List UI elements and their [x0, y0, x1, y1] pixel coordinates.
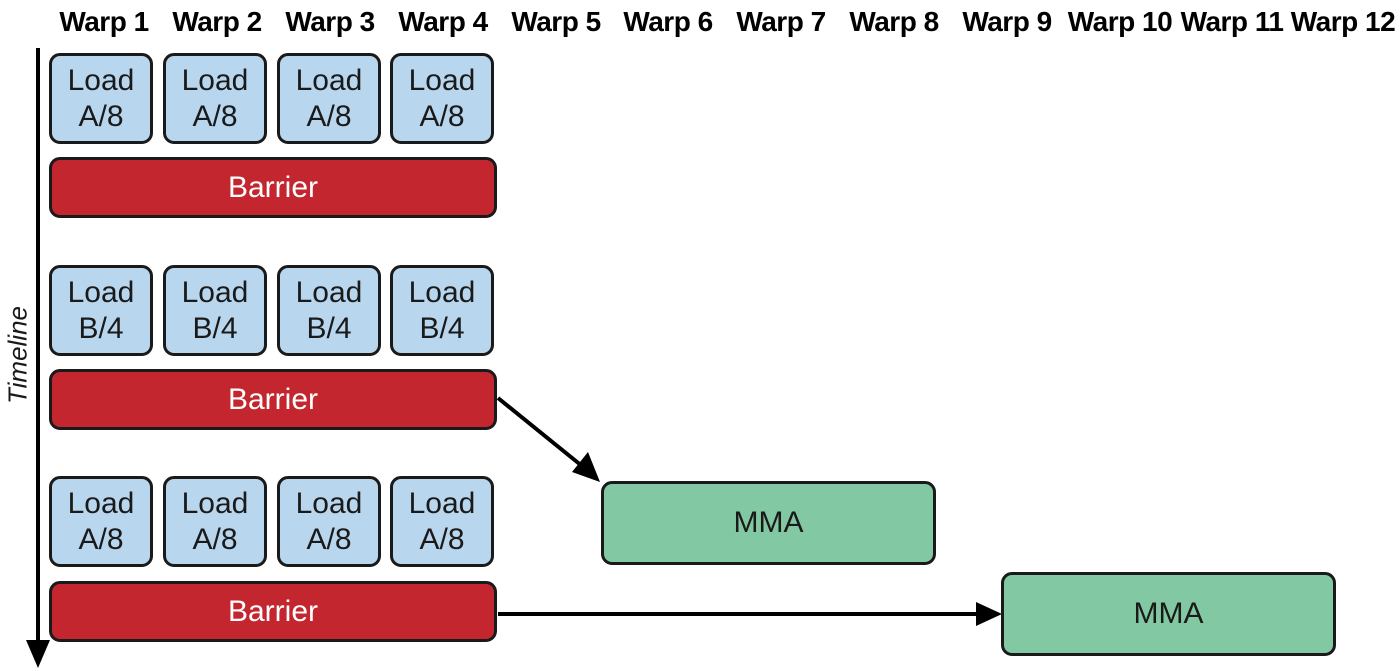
load-operand: A/8: [419, 522, 465, 556]
header-warp-4: Warp 4: [398, 6, 488, 37]
header-warp-6: Warp 6: [623, 6, 713, 37]
load-box: Load A/8: [49, 476, 153, 567]
load-box: Load A/8: [163, 476, 267, 567]
barrier-bar: Barrier: [49, 157, 497, 218]
load-operand: B/4: [192, 311, 238, 345]
load-operand: B/4: [419, 311, 465, 345]
barrier-bar: Barrier: [49, 581, 497, 642]
load-box: Load A/8: [277, 53, 381, 144]
header-warp-7: Warp 7: [736, 6, 826, 37]
load-box: Load A/8: [390, 53, 494, 144]
arrow-head-mma-1: [572, 452, 600, 482]
load-box: Load B/4: [390, 265, 494, 356]
load-label: Load: [181, 63, 249, 97]
load-box: Load B/4: [49, 265, 153, 356]
load-operand: A/8: [419, 99, 465, 133]
barrier-label: Barrier: [227, 382, 318, 416]
load-box: Load B/4: [163, 265, 267, 356]
mma-label: MMA: [1133, 597, 1204, 630]
load-label: Load: [295, 63, 363, 97]
load-label: Load: [181, 486, 249, 520]
arrow-head-mma-2: [976, 602, 1002, 626]
load-box: Load A/8: [163, 53, 267, 144]
mma-block-1: MMA: [601, 481, 936, 565]
header-warp-11: Warp 11: [1180, 6, 1284, 37]
load-label: Load: [408, 486, 476, 520]
header-warp-2: Warp 2: [172, 6, 262, 37]
barrier-label: Barrier: [227, 594, 318, 628]
header-warp-8: Warp 8: [849, 6, 939, 37]
arrow-barrier-to-mma-1: [496, 396, 584, 468]
barrier-bar: Barrier: [49, 369, 497, 430]
mma-block-2: MMA: [1001, 572, 1336, 656]
load-label: Load: [295, 486, 363, 520]
load-box: Load A/8: [390, 476, 494, 567]
load-operand: A/8: [306, 99, 352, 133]
load-label: Load: [181, 275, 249, 309]
load-operand: B/4: [306, 311, 352, 345]
load-operand: A/8: [78, 99, 124, 133]
load-label: Load: [67, 486, 135, 520]
timeline-arrowhead: [26, 640, 50, 668]
load-box: Load A/8: [277, 476, 381, 567]
load-operand: B/4: [78, 311, 124, 345]
load-operand: A/8: [306, 522, 352, 556]
load-operand: A/8: [78, 522, 124, 556]
load-label: Load: [408, 275, 476, 309]
header-warp-12: Warp 12: [1290, 6, 1396, 37]
load-operand: A/8: [192, 522, 238, 556]
header-warp-5: Warp 5: [511, 6, 601, 37]
header-warp-10: Warp 10: [1067, 6, 1173, 37]
header-warp-1: Warp 1: [59, 6, 149, 37]
mma-label: MMA: [733, 506, 804, 539]
load-label: Load: [295, 275, 363, 309]
barrier-label: Barrier: [227, 170, 318, 204]
timeline-label: Timeline: [2, 305, 33, 405]
load-label: Load: [67, 63, 135, 97]
header-warp-9: Warp 9: [962, 6, 1052, 37]
load-operand: A/8: [192, 99, 238, 133]
load-label: Load: [408, 63, 476, 97]
header-warp-3: Warp 3: [285, 6, 375, 37]
load-box: Load A/8: [49, 53, 153, 144]
load-label: Load: [67, 275, 135, 309]
load-box: Load B/4: [277, 265, 381, 356]
